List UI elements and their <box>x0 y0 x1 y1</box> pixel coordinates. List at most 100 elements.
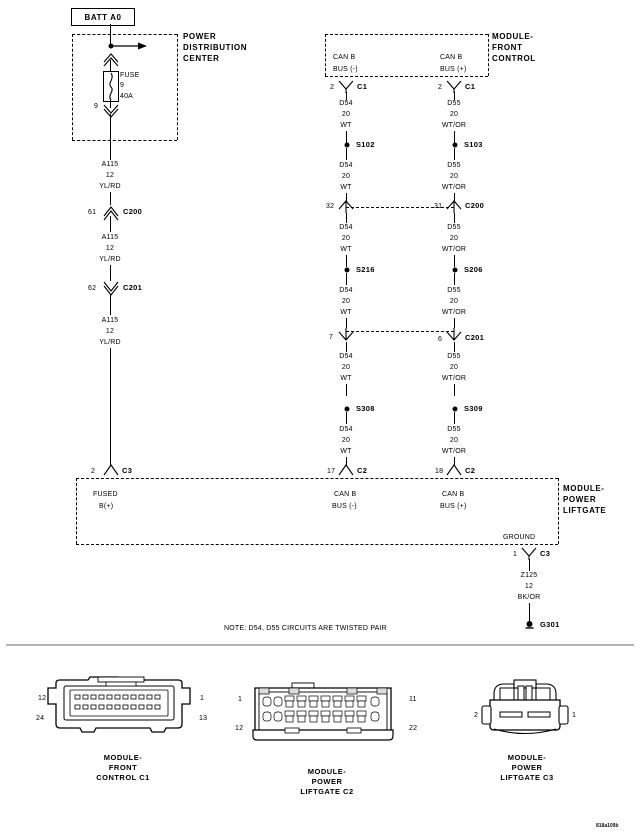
mid-splice3-label: S308 <box>356 404 375 413</box>
right-splice1-dot <box>452 142 457 148</box>
mid-wire6-circuit: D54 <box>339 426 353 433</box>
mid-wire4-line-b <box>346 318 347 328</box>
mid-wire6-color: WT <box>340 448 352 455</box>
front-control-box-top <box>325 34 488 35</box>
mid-wire2-line-b <box>346 193 347 201</box>
mid-bus-line2: BUS (-) <box>333 66 358 73</box>
left-wire2-line-b <box>110 265 111 281</box>
c2-pin-top-right: 11 <box>409 696 417 703</box>
mid-wire1-circuit: D54 <box>339 100 353 107</box>
right-wire5-line <box>454 342 455 352</box>
right-wire1-circuit: D55 <box>447 100 461 107</box>
fuse-lower-chevron-icon <box>103 104 119 118</box>
left-wire3-color: YL/RD <box>99 339 121 346</box>
mid-wire3-color: WT <box>340 246 352 253</box>
liftgate-title-line2: POWER <box>563 495 597 504</box>
right-splice3-dot <box>452 406 457 412</box>
mid-wire3-line-b <box>346 255 347 267</box>
ground-wire-circuit: Z125 <box>520 572 538 579</box>
left-c201-name: C201 <box>123 283 143 292</box>
right-wire2-line-b <box>454 193 455 201</box>
left-wire2-gauge: 12 <box>105 245 115 252</box>
fuse-upper-chevron-icon <box>103 53 119 67</box>
mid-c200-connector-icon <box>338 200 354 213</box>
left-wire1-line <box>110 192 111 205</box>
right-wire3-line-b <box>454 255 455 267</box>
mid-wire4-circuit: D54 <box>339 287 353 294</box>
right-wire4-circuit: D55 <box>447 287 461 294</box>
right-wire2-circuit: D55 <box>447 162 461 169</box>
left-c3-pin: 2 <box>91 468 96 475</box>
right-wire4-line-b <box>454 318 455 328</box>
mid-wire2-gauge: 20 <box>341 173 351 180</box>
ground-c3-name: C3 <box>540 549 551 558</box>
right-wire4-gauge: 20 <box>449 298 459 305</box>
connector-module-front-control-c1[interactable] <box>47 676 198 740</box>
mid-wire5-line <box>346 342 347 352</box>
right-c2-connector-icon <box>446 464 462 476</box>
mid-c200-pin: 32 <box>326 203 335 210</box>
mid-wire3-line <box>346 213 347 223</box>
ground-wire-line-b <box>529 603 530 621</box>
connector-module-power-liftgate-c2[interactable] <box>245 670 405 742</box>
fuse-pin-number: 9 <box>94 103 99 110</box>
mid-bus-line1: CAN B <box>333 54 356 61</box>
mid-wire3-circuit: D54 <box>339 224 353 231</box>
right-wire5-gauge: 20 <box>449 364 459 371</box>
right-c1-name: C1 <box>465 82 476 91</box>
left-wire3-gauge: 12 <box>105 328 115 335</box>
left-wire1-color: YL/RD <box>99 183 121 190</box>
right-c200-connector-icon <box>446 200 462 213</box>
right-c2-pin: 18 <box>435 468 444 475</box>
c1-name-line3: CONTROL C1 <box>96 773 150 782</box>
right-c1-pin: 2 <box>438 84 443 91</box>
c2-pin-bottom-right: 22 <box>409 725 418 732</box>
mid-splice1-dot <box>344 142 349 148</box>
mid-wire4-line <box>346 273 347 285</box>
c1-pin-bottom-left: 24 <box>36 715 45 722</box>
right-wire6-color: WT/OR <box>441 448 467 455</box>
right-wire5-line-b <box>454 384 455 396</box>
left-wire1-circuit: A115 <box>101 161 119 168</box>
front-control-box-bottom <box>325 76 488 77</box>
fuse-body <box>103 71 119 102</box>
left-c200-name: C200 <box>123 207 143 216</box>
fuse-number: 9 <box>120 82 125 89</box>
c3-pin-left: 2 <box>474 712 479 719</box>
c3-pin-right: 1 <box>572 712 577 719</box>
liftgate-title-line3: LIFTGATE <box>563 506 607 515</box>
c2-name-line3: LIFTGATE C2 <box>300 787 354 796</box>
c201-bridge-line <box>346 331 454 332</box>
ground-c3-pin: 1 <box>513 551 518 558</box>
left-c201-pin: 62 <box>88 285 97 292</box>
fuse-top-wire <box>110 60 111 72</box>
right-wire3-line <box>454 213 455 223</box>
right-bus-line1: CAN B <box>440 54 463 61</box>
right-wire4-line <box>454 273 455 285</box>
pdc-title-line3: CENTER <box>183 54 220 63</box>
liftgate-box-left <box>76 478 77 544</box>
mid-wire2-color: WT <box>340 184 352 191</box>
mid-wire1-color: WT <box>340 122 352 129</box>
c3-connector-name: MODULE- POWER LIFTGATE C3 <box>500 753 553 783</box>
fuse-rating: 40A <box>120 93 134 100</box>
c2-pin-top-left: 1 <box>238 696 243 703</box>
mid-wire5-circuit: D54 <box>339 353 353 360</box>
battery-label-box: BATT A0 <box>71 8 135 26</box>
left-c3-connector-icon <box>103 464 119 476</box>
left-c201-connector-icon <box>103 281 119 296</box>
connector-module-power-liftgate-c3[interactable] <box>470 676 585 738</box>
ground-wire-color: BK/OR <box>517 594 541 601</box>
right-wire3-color: WT/OR <box>441 246 467 253</box>
left-wire3-line <box>110 295 111 315</box>
front-control-title-line3: CONTROL <box>492 54 536 63</box>
right-c200-pin: 31 <box>434 203 443 210</box>
right-terminal-line1: CAN B <box>442 491 465 498</box>
c1-name-line1: MODULE- <box>103 753 143 762</box>
twisted-pair-note: NOTE: D54, D55 CIRCUITS ARE TWISTED PAIR <box>224 625 387 632</box>
ground-label: GROUND <box>503 534 536 541</box>
mid-wire4-gauge: 20 <box>341 298 351 305</box>
pdc-title-line2: DISTRIBUTION <box>183 43 248 52</box>
pdc-box-left <box>72 34 73 140</box>
right-c201-name: C201 <box>465 333 485 342</box>
